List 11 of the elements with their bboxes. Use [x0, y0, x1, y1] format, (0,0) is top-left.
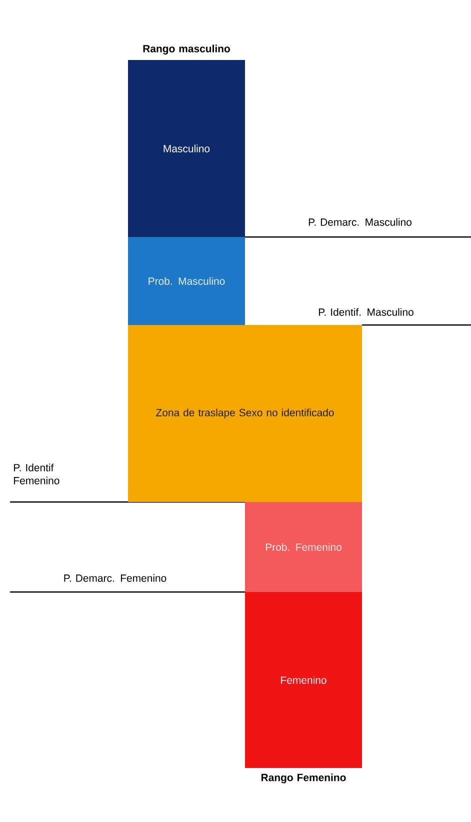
range-bar: Zona de traslape Sexo no identificado [128, 325, 362, 502]
range-heading: Rango masculino [143, 44, 230, 54]
threshold-label: P. Identif. Masculino [318, 308, 414, 316]
threshold-label: P. Demarc. Masculino [308, 218, 412, 226]
range-bar: Masculino [128, 60, 245, 237]
range-bar: Prob. Femenino [245, 502, 362, 592]
range-bar: Femenino [245, 592, 362, 768]
threshold-label: P. Demarc. Femenino [64, 574, 166, 582]
threshold-label: P. Identif Femenino [14, 464, 60, 484]
range-bar: Prob. Masculino [128, 237, 245, 325]
range-heading: Rango Femenino [261, 774, 346, 784]
